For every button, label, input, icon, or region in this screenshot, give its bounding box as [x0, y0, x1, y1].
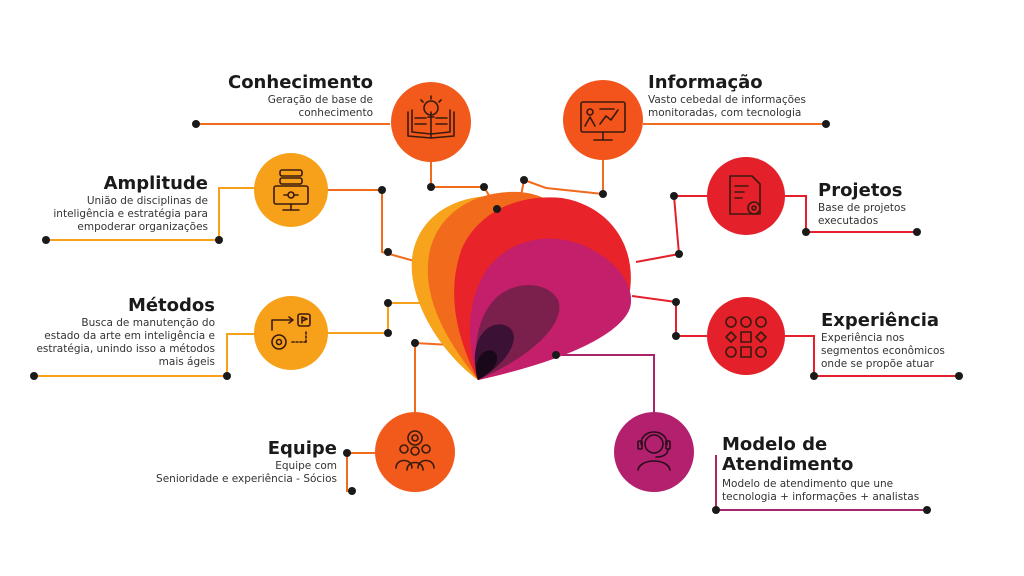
- connector-experiencia: [785, 335, 959, 377]
- desc-line: empoderar organizações: [77, 221, 208, 233]
- title-metodos: Métodos: [127, 295, 215, 316]
- endpoint-dots: [30, 120, 963, 514]
- desc-line: Modelo de atendimento que une: [722, 478, 894, 490]
- headset-agent-icon: [637, 431, 671, 471]
- title-modelo: Modelo de Atendimento: [722, 435, 853, 475]
- desc-line: tecnologia + informações + analistas: [722, 491, 920, 503]
- connector-informacao-stem: [520, 160, 604, 197]
- connector-metodos-stem: [326, 302, 430, 334]
- desc-line: mais ágeis: [158, 356, 215, 368]
- desc-conhecimento: Geração de base de conhecimento: [268, 94, 373, 120]
- desc-line: segmentos econômicos: [821, 345, 945, 357]
- petal-layer-7: [476, 350, 498, 380]
- desc-line: Equipe com: [275, 460, 337, 472]
- database-monitor-icon: [273, 169, 309, 211]
- connector-projetos-stem: [635, 195, 707, 263]
- connector-projetos: [785, 195, 917, 233]
- connector-metodos: [34, 333, 256, 377]
- desc-equipe: Equipe com Senioridade e experiência - S…: [156, 460, 337, 486]
- desc-line: Geração de base de: [267, 94, 373, 106]
- circle-metodos: [254, 296, 328, 370]
- circle-experiencia: [707, 297, 785, 375]
- title-informacao: Informação: [648, 72, 763, 93]
- desc-line: União de disciplinas de: [86, 195, 208, 207]
- desc-line: inteligência e estratégia para: [53, 208, 208, 220]
- circle-projetos: [707, 157, 785, 235]
- desc-line: executados: [818, 215, 879, 227]
- book-bulb-icon: [407, 95, 455, 139]
- desc-amplitude: União de disciplinas de inteligência e e…: [53, 195, 208, 234]
- monitor-chart-icon: [580, 101, 626, 141]
- desc-projetos: Base de projetos executados: [818, 202, 906, 228]
- circle-amplitude: [254, 153, 328, 227]
- connector-equipe: [346, 452, 380, 492]
- connector-equipe-stem: [414, 341, 452, 412]
- title-projetos: Projetos: [818, 180, 903, 201]
- network-shapes-icon: [725, 316, 767, 358]
- desc-line: Base de projetos: [818, 202, 906, 214]
- desc-line: conhecimento: [298, 107, 373, 119]
- process-flag-icon: [271, 313, 311, 350]
- desc-line: Vasto cebedal de informações: [648, 94, 806, 106]
- title-amplitude: Amplitude: [103, 173, 208, 194]
- title-line: Atendimento: [722, 454, 854, 475]
- circle-equipe: [375, 412, 455, 492]
- circle-modelo: [614, 412, 694, 492]
- desc-line: Busca de manutenção do: [81, 317, 215, 329]
- desc-line: monitoradas, com tecnologia: [648, 107, 802, 119]
- desc-experiencia: Experiência nos segmentos econômicos ond…: [821, 332, 945, 371]
- desc-line: estado da arte em inteligência e: [44, 330, 215, 342]
- desc-line: Senioridade e experiência - Sócios: [156, 473, 337, 485]
- team-gear-icon: [395, 430, 435, 471]
- connector-experiencia-stem: [631, 295, 707, 337]
- connector-amplitude-stem: [326, 189, 419, 263]
- title-line: Modelo de: [722, 434, 828, 455]
- title-equipe: Equipe: [267, 438, 337, 459]
- desc-line: Experiência nos: [821, 332, 905, 344]
- title-conhecimento: Conhecimento: [227, 72, 373, 93]
- desc-line: onde se propõe atuar: [821, 358, 934, 370]
- desc-informacao: Vasto cebedal de informações monitoradas…: [648, 94, 806, 120]
- connector-amplitude: [46, 187, 255, 241]
- desc-metodos: Busca de manutenção do estado da arte em…: [36, 317, 215, 369]
- desc-line: estratégia, unindo isso a métodos: [36, 343, 215, 355]
- title-experiencia: Experiência: [821, 310, 940, 331]
- document-gear-icon: [729, 175, 761, 215]
- central-petal-shape: [411, 191, 632, 380]
- desc-modelo: Modelo de atendimento que une tecnologia…: [722, 478, 919, 504]
